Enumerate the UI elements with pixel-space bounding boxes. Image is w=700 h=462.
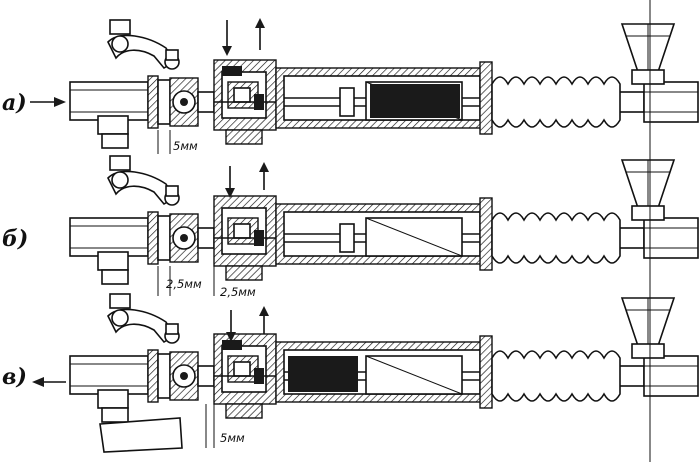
dimension-b: 2,5мм 2,5мм <box>157 266 256 299</box>
dimension-label-v: 5мм <box>220 431 245 445</box>
bellows-b <box>491 212 621 264</box>
row-v: 5мм <box>69 293 699 453</box>
pressure-chamber-a <box>370 84 460 118</box>
bellows-a <box>491 76 621 128</box>
dimension-v: 5мм <box>205 404 245 448</box>
dimension-label-b-1: 2,5мм <box>166 277 202 291</box>
dimension-a: 5мм <box>157 130 198 154</box>
row-a: 5мм <box>69 18 699 154</box>
force-arrow-right <box>30 97 66 107</box>
bellows-v <box>491 350 621 402</box>
row-label-v: в) <box>2 364 27 390</box>
row-b: 2,5мм 2,5мм <box>69 155 699 299</box>
port-arrows-a <box>222 18 265 56</box>
force-arrow-left <box>32 377 66 387</box>
row-label-b: б) <box>2 226 28 252</box>
row-label-a: а) <box>2 90 27 116</box>
dimension-label-a: 5мм <box>173 139 198 153</box>
port-arrows-v <box>226 306 269 342</box>
dimension-label-b-2: 2,5мм <box>220 285 256 299</box>
port-arrows-b <box>225 162 269 198</box>
pressure-chamber-v <box>288 356 358 392</box>
